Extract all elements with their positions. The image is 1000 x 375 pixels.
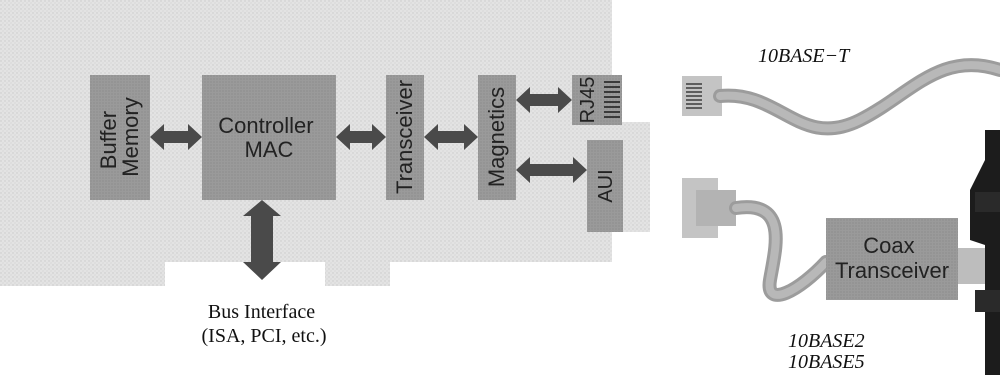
coax-bus-cable — [970, 130, 1000, 375]
bus-interface-line1: Bus Interface — [208, 301, 315, 323]
coax-label-line2: Transceiver — [835, 258, 949, 283]
arrow-controller-transceiver — [336, 124, 386, 150]
arrow-bus-interface — [243, 200, 281, 280]
controller-mac-block: Controller MAC — [202, 75, 336, 200]
transceiver-block: Transceiver — [386, 75, 424, 200]
aui-label: AUI — [595, 169, 617, 202]
coax-label-line1: Coax — [863, 233, 914, 258]
tenbase2-label: 10BASE2 — [788, 330, 865, 352]
controller-label-line1: Controller — [218, 113, 313, 138]
arrow-magnetics-aui — [516, 157, 587, 183]
tenbase-t-label: 10BASE−T — [758, 45, 851, 67]
buffer-memory-block: Buffer Memory — [90, 75, 150, 200]
controller-label-line2: MAC — [245, 137, 294, 162]
aui-cable — [682, 178, 833, 302]
coax-transceiver-block: Coax Transceiver — [826, 218, 1000, 300]
tenbase5-label: 10BASE5 — [788, 351, 865, 373]
transceiver-label: Transceiver — [392, 80, 417, 194]
magnetics-block: Magnetics — [478, 75, 516, 200]
bus-interface-line2: (ISA, PCI, etc.) — [202, 325, 327, 347]
svg-text:Buffer Memory: Buffer Memory — [96, 97, 143, 176]
arrow-buffer-controller — [150, 124, 202, 150]
aui-connector: AUI — [587, 140, 623, 232]
svg-text:Coax Transceiver: Coax Transceiver — [835, 233, 949, 283]
tenbase-t-cable — [682, 58, 1000, 136]
arrow-magnetics-rj45 — [516, 87, 572, 113]
bus-interface-label: Bus Interface (ISA, PCI, etc.) — [202, 301, 327, 347]
coax-standards-label: 10BASE2 10BASE5 — [788, 330, 870, 373]
arrow-transceiver-magnetics — [424, 124, 478, 150]
rj45-label: RJ45 — [577, 77, 599, 124]
rj45-connector: RJ45 — [572, 75, 622, 125]
buffer-memory-label-line2: Memory — [118, 97, 143, 176]
magnetics-label: Magnetics — [484, 87, 509, 187]
svg-text:Controller MAC: Controller MAC — [218, 113, 320, 162]
buffer-memory-label-line1: Buffer — [96, 111, 121, 169]
